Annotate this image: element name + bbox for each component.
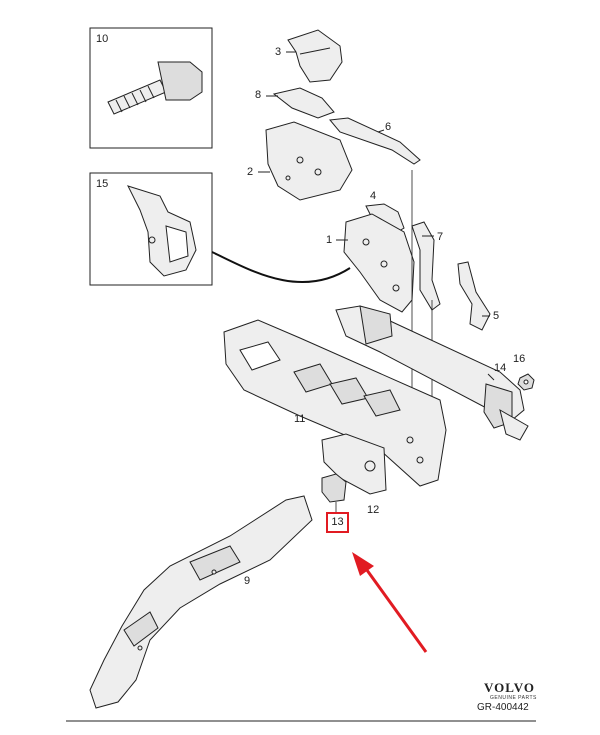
callout-2: 2 — [247, 166, 254, 178]
volvo-logo: VOLVO — [484, 680, 535, 695]
bracket-15-icon — [127, 185, 197, 277]
callout-12: 12 — [367, 504, 380, 516]
callout-5: 5 — [493, 310, 500, 322]
callout-11: 11 — [294, 413, 306, 425]
callout-8: 8 — [255, 89, 262, 101]
callout-1: 1 — [326, 234, 333, 246]
part-5-shape — [457, 261, 491, 331]
part-9-rail — [89, 495, 313, 709]
part-3-shape — [287, 29, 343, 83]
part-16-nut — [517, 373, 535, 391]
part-12-plate — [321, 433, 387, 495]
inset-label-15: 15 — [96, 178, 109, 190]
bolt-icon — [107, 61, 203, 115]
part-6-shape — [329, 117, 421, 165]
part-7-shape — [411, 221, 441, 311]
part-11-panel — [223, 319, 447, 487]
connector-line — [211, 251, 351, 284]
part-13-bracket — [321, 473, 347, 503]
highlighted-callout-13: 13 — [326, 512, 349, 533]
callout-7: 7 — [437, 231, 444, 243]
part-2-shape — [265, 121, 353, 201]
part-14-beam — [335, 305, 529, 441]
callout-6: 6 — [385, 121, 392, 133]
volvo-logo-subtext: GENUINE PARTS — [490, 695, 537, 701]
inset-label-10: 10 — [96, 33, 109, 45]
pointer-arrow — [352, 552, 428, 653]
diagram-reference: GR-400442 — [477, 702, 529, 713]
part-1-shape — [343, 213, 415, 313]
callout-4: 4 — [370, 190, 377, 202]
callout-9: 9 — [244, 575, 251, 587]
callout-3: 3 — [275, 46, 282, 58]
callout-14: 14 — [494, 362, 507, 374]
part-8-shape — [272, 87, 335, 119]
callout-16: 16 — [513, 353, 526, 365]
